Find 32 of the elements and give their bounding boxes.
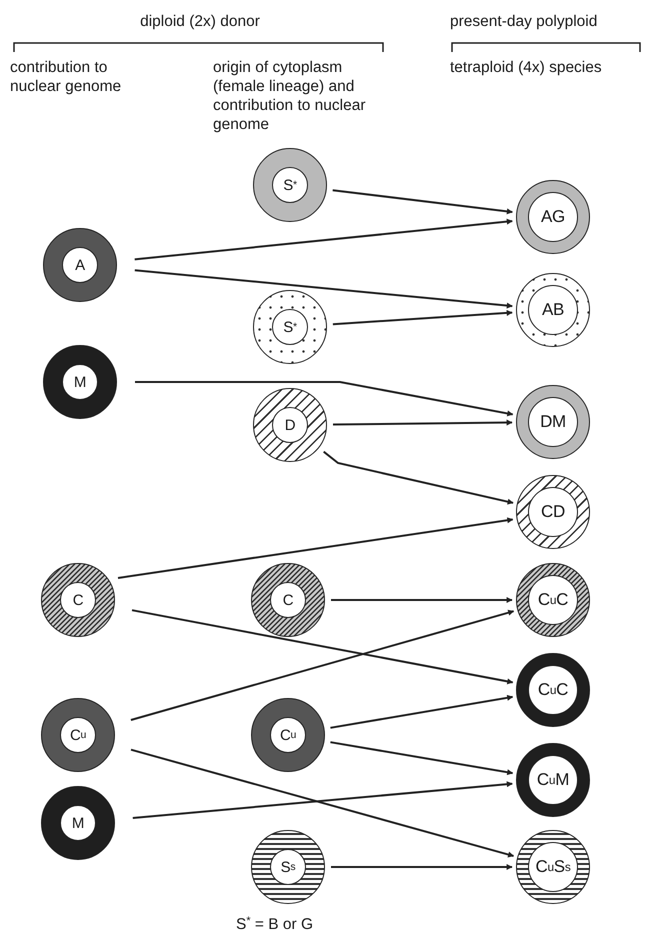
column-heading: present-day polyploid: [450, 12, 598, 31]
column-subheading: tetraploid (4x) species: [450, 58, 603, 77]
arrow: [134, 218, 513, 260]
column-heading: diploid (2x) donor: [139, 12, 261, 31]
genome-label: M: [62, 364, 98, 400]
arrow: [118, 517, 514, 579]
genome-label: C: [60, 582, 96, 618]
arrow: [135, 381, 514, 416]
arrow: [323, 450, 514, 505]
genome-label: M: [60, 805, 96, 841]
arrow: [132, 781, 513, 819]
arrow: [332, 420, 513, 426]
arrow: [330, 741, 514, 776]
arrow: [331, 864, 513, 870]
column-subheading: contribution to nuclear genome: [10, 58, 122, 96]
arrow: [130, 610, 514, 721]
footnote: S$^{*}$ = B or G: [236, 915, 314, 934]
arrow: [130, 748, 514, 858]
genome-label: DM: [528, 397, 578, 447]
arrow: [132, 609, 514, 684]
genome-label: CD: [528, 487, 578, 537]
arrow: [332, 189, 513, 214]
genome-label: AG: [528, 192, 578, 242]
genome-label: AB: [528, 285, 578, 335]
genome-label: D: [272, 407, 308, 443]
arrow: [330, 694, 514, 729]
arrow: [331, 597, 513, 603]
genome-label: C: [270, 582, 306, 618]
arrow: [332, 310, 513, 326]
arrow: [134, 269, 513, 309]
genome-label: A: [62, 247, 98, 283]
column-subheading: origin of cytoplasm (female lineage) and contribution to nuclear genome: [213, 58, 367, 134]
